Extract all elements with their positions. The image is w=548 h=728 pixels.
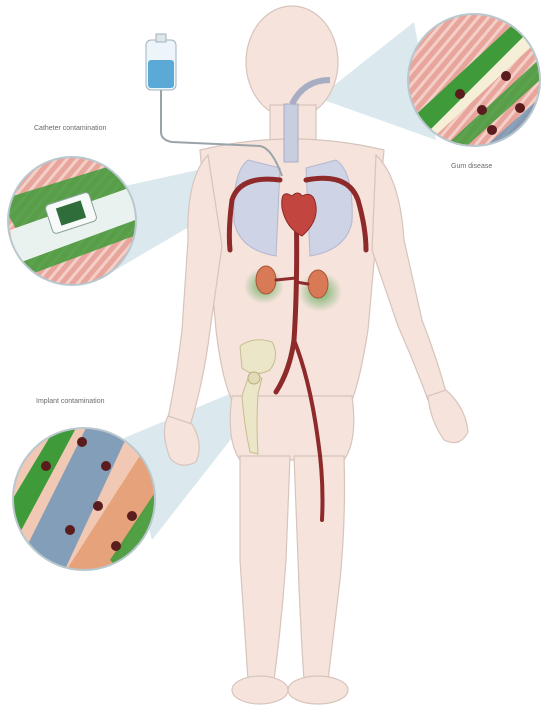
right-kidney xyxy=(308,270,328,298)
pelvis-bone xyxy=(240,340,276,374)
catheter-contamination-label: Catheter contamination xyxy=(34,125,106,132)
catheter-contamination-magnifier xyxy=(0,157,150,285)
right-leg xyxy=(294,456,345,680)
right-arm xyxy=(372,155,446,400)
right-hand xyxy=(428,390,468,443)
right-foot xyxy=(288,676,348,704)
renal-artery-right xyxy=(296,282,308,284)
implant-ball xyxy=(248,372,260,384)
iv-fluid xyxy=(148,60,174,88)
left-kidney xyxy=(256,266,276,294)
trachea xyxy=(284,104,298,162)
renal-artery-left xyxy=(276,278,296,280)
left-foot xyxy=(232,676,288,704)
implant-contamination-label: Implant contamination xyxy=(36,398,104,405)
left-leg xyxy=(240,456,290,680)
iv-bag-cap xyxy=(156,34,166,42)
gum-disease-magnifier xyxy=(400,0,548,170)
gum-disease-label: Gum disease xyxy=(451,163,492,170)
